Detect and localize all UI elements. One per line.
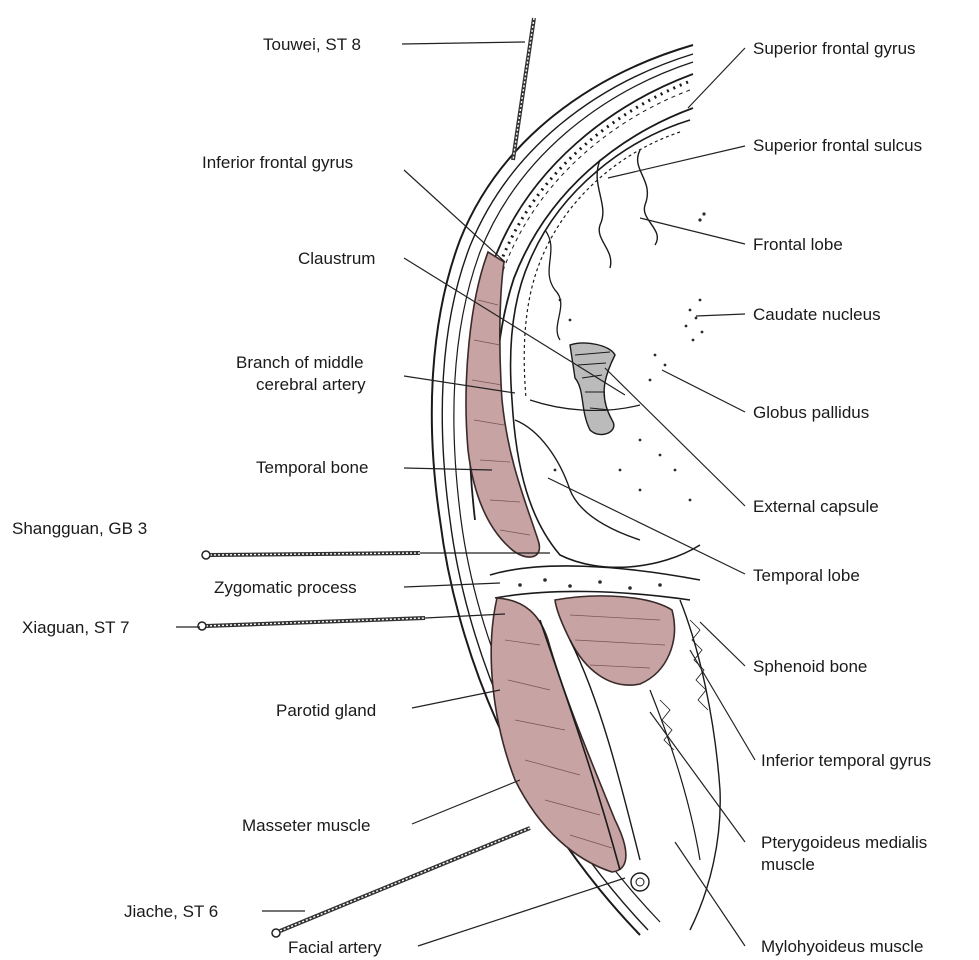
label-inferior-temporal-gyrus: Inferior temporal gyrus [761,751,931,770]
label-superior-frontal-sulcus: Superior frontal sulcus [753,136,922,155]
label-pterygoideus-line2: muscle [761,855,815,874]
brain-outline [511,120,706,567]
label-touwei: Touwei, ST 8 [263,35,361,54]
needle-touwei [513,18,534,160]
needle-xiaguan [198,618,425,630]
label-superior-frontal-gyrus: Superior frontal gyrus [753,39,916,58]
zygomatic-band [490,566,700,600]
label-temporal-bone: Temporal bone [256,458,368,477]
needle-shangguan [202,551,420,559]
label-shangguan: Shangguan, GB 3 [12,519,147,538]
label-pterygoideus-line1: Pterygoideus medialis [761,833,927,852]
label-mylohyoideus-muscle: Mylohyoideus muscle [761,937,924,956]
label-parotid-gland: Parotid gland [276,701,376,720]
label-xiaguan: Xiaguan, ST 7 [22,618,129,637]
globus-pallidus-shape [570,343,615,434]
needle-jiache [272,828,530,937]
label-masseter-muscle: Masseter muscle [242,816,370,835]
label-inferior-frontal-gyrus: Inferior frontal gyrus [202,153,353,172]
leader-lines [176,42,755,946]
right-labels: Superior frontal gyrus Superior frontal … [753,39,931,956]
label-sphenoid-bone: Sphenoid bone [753,657,867,676]
label-temporal-lobe: Temporal lobe [753,566,860,585]
temporal-muscle-strip [466,252,539,557]
label-branch-mca-line1: Branch of middle [236,353,364,372]
label-branch-mca-line2: cerebral artery [256,375,366,394]
left-labels: Touwei, ST 8 Inferior frontal gyrus Clau… [12,35,382,957]
label-facial-artery: Facial artery [288,938,382,957]
label-caudate-nucleus: Caudate nucleus [753,305,881,324]
label-jiache: Jiache, ST 6 [124,902,218,921]
label-zygomatic-process: Zygomatic process [214,578,357,597]
label-globus-pallidus: Globus pallidus [753,403,869,422]
label-frontal-lobe: Frontal lobe [753,235,843,254]
label-external-capsule: External capsule [753,497,879,516]
label-claustrum: Claustrum [298,249,375,268]
